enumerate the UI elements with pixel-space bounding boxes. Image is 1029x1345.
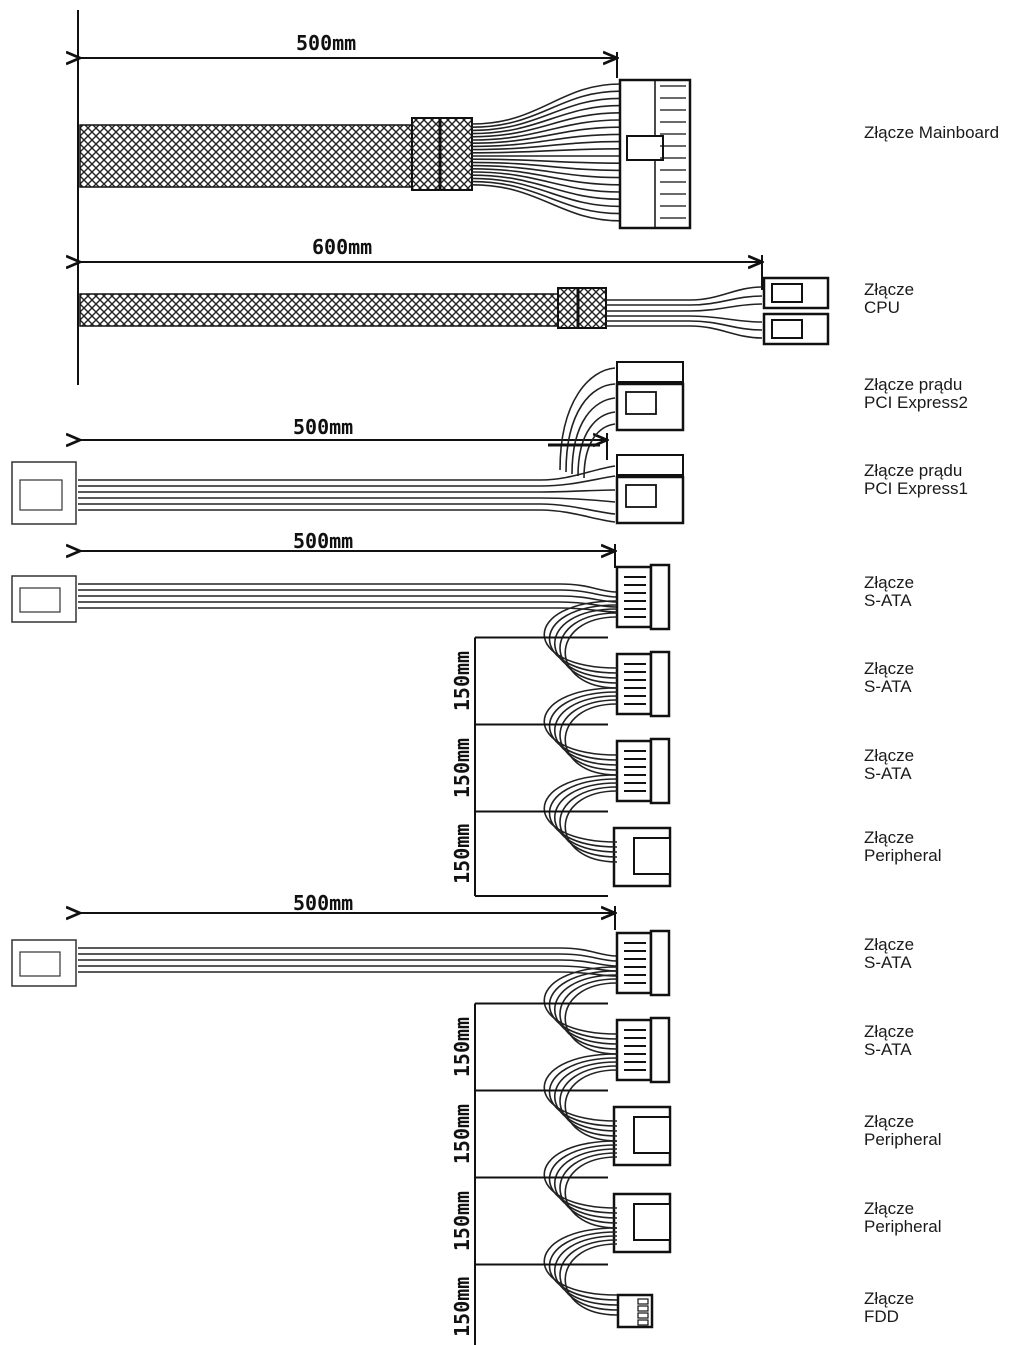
dimension-label: 500mm — [293, 891, 353, 915]
dimension-label: 500mm — [296, 31, 356, 55]
dimension-label: 500mm — [293, 415, 353, 439]
sata-harness-2: 500mm — [11, 891, 672, 1345]
segment-label: 150mm — [450, 738, 474, 798]
dimension-label: 600mm — [312, 235, 372, 259]
label-mainboard: Złącze Mainboard — [864, 123, 1000, 142]
segment-label: 150mm — [450, 651, 474, 711]
mainboard-cable: 500mm — [79, 31, 692, 230]
sleeve — [79, 124, 416, 188]
heat-shrink — [557, 287, 607, 329]
pcie-cable: 500mm — [11, 361, 685, 525]
segment-label: 150mm — [450, 1104, 474, 1164]
dimension-label: 500mm — [293, 529, 353, 553]
segment-label: 150mm — [450, 824, 474, 884]
cpu-cable: 600mm — [79, 235, 830, 346]
segment-label: 150mm — [450, 1191, 474, 1251]
segment-label: 150mm — [450, 1017, 474, 1077]
sata-harness-1: 500mm — [11, 529, 672, 897]
sleeve — [79, 293, 561, 327]
heat-shrink — [411, 117, 473, 191]
segment-label: 150mm — [450, 1277, 474, 1337]
